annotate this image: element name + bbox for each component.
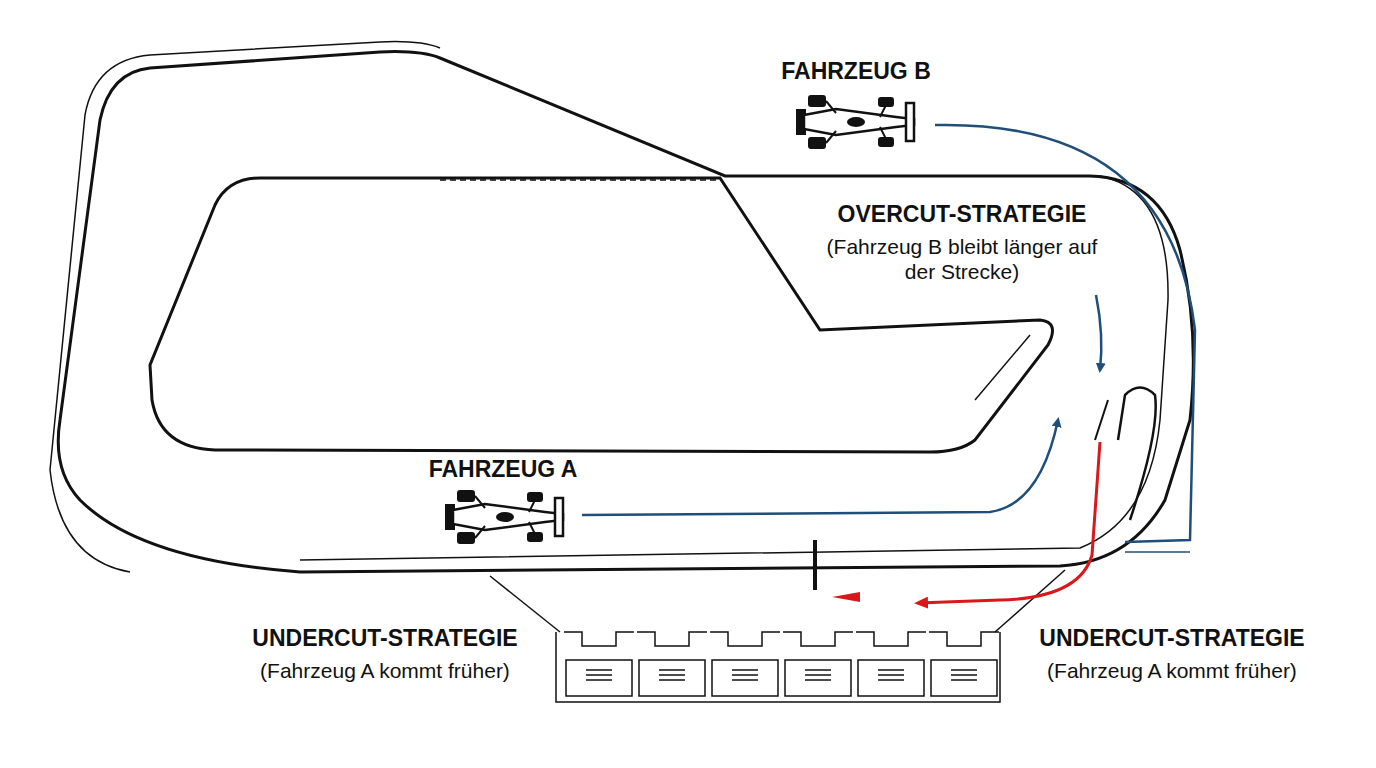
car-label: FAHRZEUG A (426, 456, 581, 484)
pit-marking (659, 679, 685, 681)
pit-garage (858, 660, 924, 696)
pit-marking (951, 679, 977, 681)
pit-marking (878, 679, 904, 681)
pit-marking (805, 674, 831, 676)
pit-marking (805, 669, 831, 671)
pit-box (564, 632, 634, 646)
pit-marking (659, 669, 685, 671)
strategy-title: OVERCUT-STRATEGIE (835, 201, 1090, 229)
pit-marking (805, 679, 831, 681)
pit-garage (785, 660, 851, 696)
pit-marking (732, 674, 758, 676)
strategy-note: (Fahrzeug A kommt früher) (257, 658, 513, 683)
pit-box (710, 632, 780, 646)
strategy-title: UNDERCUT-STRATEGIE (249, 625, 520, 653)
pit-marking (732, 669, 758, 671)
strategy-note: (Fahrzeug B bleibt länger auf der Streck… (809, 234, 1115, 284)
strategy-note: (Fahrzeug A kommt früher) (1044, 658, 1300, 683)
pit-marking (878, 674, 904, 676)
pit-marking (586, 674, 612, 676)
pit-marking (732, 679, 758, 681)
pit-garage (931, 660, 997, 696)
pit-box (783, 632, 853, 646)
pit-marking (659, 674, 685, 676)
pit-marking (951, 669, 977, 671)
pit-marking (586, 669, 612, 671)
strategy-title: UNDERCUT-STRATEGIE (1036, 625, 1307, 653)
pit-marking (951, 674, 977, 676)
pit-box (929, 632, 999, 646)
pit-garage (639, 660, 705, 696)
pit-box (637, 632, 707, 646)
car-label: FAHRZEUG B (778, 58, 934, 86)
pit-marking (586, 679, 612, 681)
pit-garage (566, 660, 632, 696)
pit-box (856, 632, 926, 646)
pit-garage (712, 660, 778, 696)
pit-marking (878, 669, 904, 671)
